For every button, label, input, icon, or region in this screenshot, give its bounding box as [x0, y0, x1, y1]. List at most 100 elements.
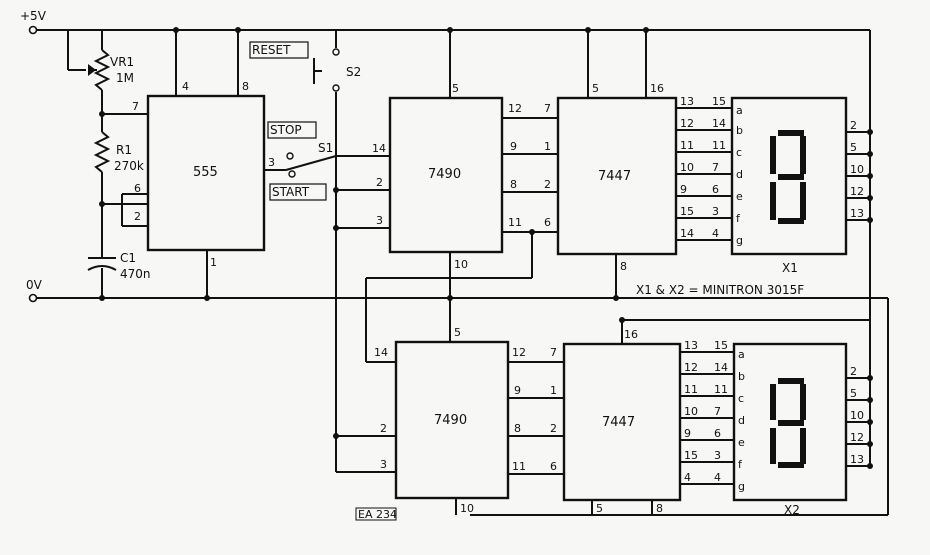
drawing-code: EA 234	[358, 508, 397, 521]
counter-7490-bottom: 7490 5 14 2 3 12 9 8 11 10	[333, 298, 564, 515]
switches: RESET S2 STOP START S1	[249, 30, 390, 472]
bus1-out-pin: 13	[680, 95, 694, 108]
x2-seg-b: b	[738, 370, 745, 383]
counter-7490-bottom-body	[394, 340, 510, 500]
x1-pin-label: 13	[850, 207, 864, 220]
x2-ref: X2	[784, 503, 800, 517]
counter2-pin-5: 5	[454, 326, 461, 339]
bus1-in-pin: 11	[712, 139, 726, 152]
counter2-pin-12: 12	[512, 346, 526, 359]
decoder1-name: 7447	[598, 169, 631, 184]
x2-seg-f: f	[738, 458, 743, 471]
timer-555-name: 555	[193, 165, 218, 180]
x1-junction	[867, 173, 873, 179]
counter1-pin-11: 11	[508, 216, 522, 229]
s1-lever	[285, 155, 337, 171]
x1-ref: X1	[782, 261, 798, 275]
display-x2-common-pins: 2 5 10 12 13	[846, 365, 873, 469]
bus2-in-pin: 3	[714, 449, 721, 462]
display-x2: a b c d e f g X2	[732, 342, 848, 517]
x1-seg-d: d	[736, 168, 743, 181]
counter2-pin-8: 8	[514, 422, 521, 435]
display-x1: a b c d e f g X1	[730, 96, 848, 275]
counter1-pin-8: 8	[510, 178, 517, 191]
x1-junction	[867, 129, 873, 135]
decoder2-pin-2: 2	[550, 422, 557, 435]
x1-seg-a: a	[736, 104, 743, 117]
x2-pin-label: 2	[850, 365, 857, 378]
decoder1-pin-1: 1	[544, 140, 551, 153]
counter2-pin-9: 9	[514, 384, 521, 397]
x1-pin-label: 2	[850, 119, 857, 132]
decoder-7447-top: 7447 5 16 7 1 2 6 8	[544, 27, 678, 301]
x1-junction	[867, 217, 873, 223]
plus-5v-label: +5V	[20, 9, 47, 23]
bus1-out-pin: 15	[680, 205, 694, 218]
timer-pin-2: 2	[134, 210, 141, 223]
x1-junction	[867, 195, 873, 201]
decoder1-pin-6: 6	[544, 216, 551, 229]
decoder2-pin-5: 5	[596, 502, 603, 515]
bus2-out-pin: 4	[684, 471, 691, 484]
counter2-pin-3: 3	[380, 458, 387, 471]
x1-pin-label: 5	[850, 141, 857, 154]
s2-ref: S2	[346, 65, 361, 79]
x2-seg-g: g	[738, 480, 745, 493]
bus2-out-pin: 9	[684, 427, 691, 440]
decoder-7447-bottom-body	[562, 342, 682, 502]
x2-pin-label: 10	[850, 409, 864, 422]
x2-pin-label: 5	[850, 387, 857, 400]
reset-label: RESET	[252, 43, 291, 57]
r1-ref: R1	[116, 143, 132, 157]
r1-resistor-symbol	[93, 131, 111, 173]
vr1-resistor-symbol	[93, 49, 111, 91]
counter1-pin-2: 2	[376, 176, 383, 189]
decoder2-pin-7: 7	[550, 346, 557, 359]
bus1-in-pin: 7	[712, 161, 719, 174]
bus1-out-pin: 9	[680, 183, 687, 196]
bus2-out-pin: 15	[684, 449, 698, 462]
counter1-pin-3: 3	[376, 214, 383, 227]
bus1-in-pin: 4	[712, 227, 719, 240]
vr1-value: 1M	[116, 71, 134, 85]
decoder2-pin-6: 6	[550, 460, 557, 473]
decoder2-name: 7447	[602, 415, 635, 430]
counter-7490-top-body	[388, 96, 504, 254]
x2-pin-label: 12	[850, 431, 864, 444]
zero-v-label: 0V	[26, 278, 43, 292]
timing-network: VR1 1M R1 270k C1 470n	[67, 30, 151, 301]
bus1-out-pin: 11	[680, 139, 694, 152]
timer-555-body	[146, 94, 266, 252]
x1-seg-g: g	[736, 234, 743, 247]
x1-pin-label: 12	[850, 185, 864, 198]
x2-junction	[867, 463, 873, 469]
decoder1-pin-16: 16	[650, 82, 664, 95]
x2-junction	[867, 375, 873, 381]
x1-seg-b: b	[736, 124, 743, 137]
start-label: START	[272, 185, 310, 199]
decoder2-pin-1: 1	[550, 384, 557, 397]
bus2-out-pin: 12	[684, 361, 698, 374]
display-type-note: X1 & X2 = MINITRON 3015F	[636, 283, 804, 297]
counter1-pin-10: 10	[454, 258, 468, 271]
timer-pin-6: 6	[134, 182, 141, 195]
x2-seg-d: d	[738, 414, 745, 427]
r1-value: 270k	[114, 159, 144, 173]
decoder-7447-bottom: 7447 16 7 1 2 6 5 8	[550, 317, 870, 515]
seven-segment-digit-2	[770, 378, 806, 468]
counter1-pin-5: 5	[452, 82, 459, 95]
bus2-out-pin: 11	[684, 383, 698, 396]
bus1-out-pin: 14	[680, 227, 694, 240]
counter2-pin-11: 11	[512, 460, 526, 473]
counter-7490-top: 7490 5 14 2 3 12 9 8 11 10	[333, 27, 558, 363]
s1-ref: S1	[318, 141, 333, 155]
x2-junction	[867, 441, 873, 447]
x2-pin-label: 13	[850, 453, 864, 466]
bus2-in-pin: 7	[714, 405, 721, 418]
decoder1-pin-2: 2	[544, 178, 551, 191]
timer-pin-7: 7	[132, 100, 139, 113]
vr1-ref: VR1	[110, 55, 134, 69]
